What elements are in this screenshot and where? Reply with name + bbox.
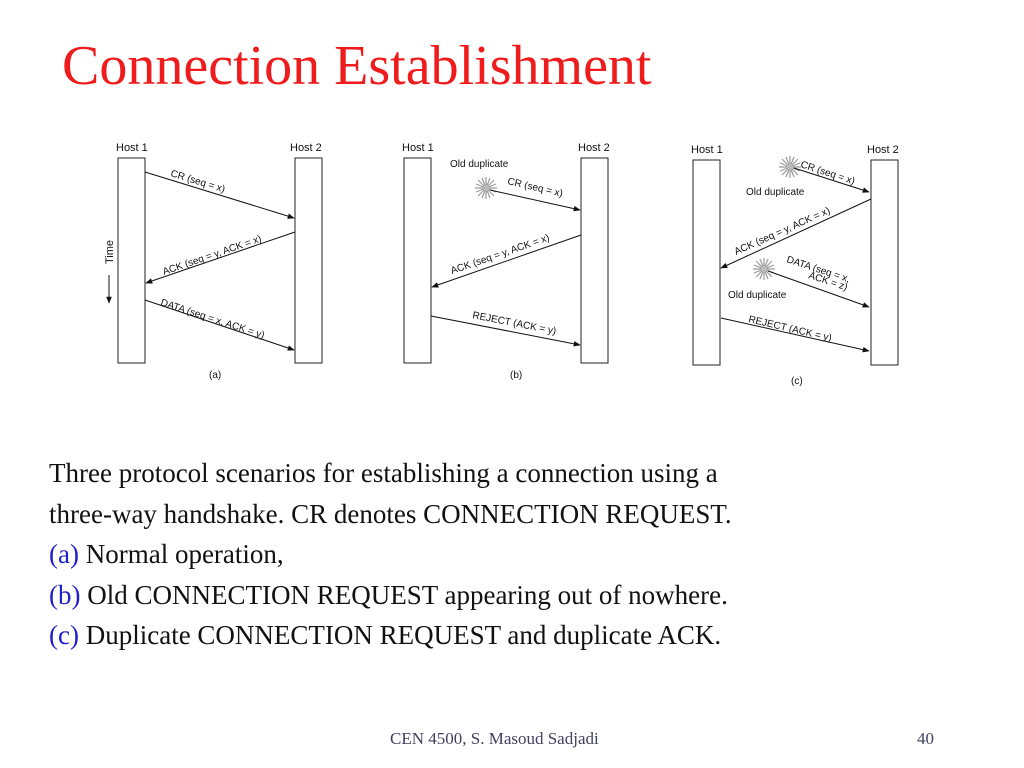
panel-c-reject-arrow <box>720 317 870 353</box>
panel-a: Host 1 Host 2 Time CR (seq = x) ACK (seq… <box>104 142 323 381</box>
figure-caption: Three protocol scenarios for establishin… <box>49 453 999 656</box>
caption-item-b-text: Old CONNECTION REQUEST appearing out of … <box>87 579 728 610</box>
panel-a-cr-arrow <box>144 171 295 219</box>
panel-c-ack-label: ACK (seq = y, ACK = x) <box>733 205 832 257</box>
panel-c-host1-label: Host 1 <box>691 144 723 156</box>
panel-a-data-label: DATA (seq = x, ACK = y) <box>159 297 266 341</box>
panel-c-host2-timeline <box>870 159 899 366</box>
old-duplicate-burst-icon <box>779 156 801 178</box>
panel-b: Host 1 Host 2 Old duplicate CR <box>402 142 610 381</box>
slide-title: Connection Establishment <box>62 35 652 97</box>
panel-c-reject-label: REJECT (ACK = y) <box>747 314 832 344</box>
panel-c-old-duplicate-label-2: Old duplicate <box>728 290 787 301</box>
caption-line-1: Three protocol scenarios for establishin… <box>49 458 718 488</box>
panel-a-host2-label: Host 2 <box>290 142 322 154</box>
panel-b-old-duplicate-label: Old duplicate <box>450 159 509 170</box>
panel-a-host1-label: Host 1 <box>116 142 148 154</box>
caption-item-a: (a) Normal operation, <box>49 534 999 575</box>
caption-item-c: (c) Duplicate CONNECTION REQUEST and dup… <box>49 615 999 656</box>
panel-b-host2-timeline <box>580 157 609 364</box>
panel-c-caption: (c) <box>791 376 803 387</box>
caption-item-c-text: Duplicate CONNECTION REQUEST and duplica… <box>85 620 722 650</box>
time-axis-label: Time <box>104 240 116 264</box>
panel-b-caption: (b) <box>510 370 522 381</box>
panel-c-host2-label: Host 2 <box>867 144 899 156</box>
footer-page-number: 40 <box>917 729 934 748</box>
panel-c-cr-arrow <box>793 167 870 193</box>
panel-c-ack-arrow <box>720 198 872 269</box>
caption-item-b-label: (b) <box>49 579 81 610</box>
caption-item-c-label: (c) <box>49 620 79 650</box>
panel-c-cr-label: CR (seq = x) <box>799 159 856 187</box>
panel-c-data-arrow <box>767 270 870 308</box>
old-duplicate-burst-icon <box>475 177 497 199</box>
panel-b-host1-timeline <box>403 157 432 364</box>
panel-a-ack-arrow <box>145 231 296 284</box>
panel-a-caption: (a) <box>209 370 221 381</box>
panel-b-cr-arrow <box>489 189 581 212</box>
caption-line-2: three-way handshake. CR denotes CONNECTI… <box>49 498 732 529</box>
panel-c: Host 1 Host 2 CR (seq = x) <box>691 144 899 387</box>
panel-b-reject-arrow <box>430 315 581 347</box>
old-duplicate-burst-icon <box>753 258 775 280</box>
panel-b-reject-label: REJECT (ACK = y) <box>471 310 557 337</box>
panel-b-ack-arrow <box>431 234 582 288</box>
caption-item-a-text: Normal operation, <box>85 539 284 569</box>
panel-b-host1-label: Host 1 <box>402 142 434 154</box>
panel-b-cr-label: CR (seq = x) <box>506 176 563 199</box>
panel-b-host2-label: Host 2 <box>578 142 610 154</box>
footer-course: CEN 4500, S. Masoud Sadjadi <box>390 729 599 748</box>
handshake-figure: Host 1 Host 2 Time CR (seq = x) ACK (seq… <box>104 142 899 387</box>
panel-c-host1-timeline <box>692 159 721 366</box>
panel-c-old-duplicate-label-1: Old duplicate <box>746 187 805 198</box>
caption-item-b: (b) Old CONNECTION REQUEST appearing out… <box>49 575 999 616</box>
panel-b-ack-label: ACK (seq = y, ACK = x) <box>449 233 551 277</box>
panel-a-host2-timeline <box>294 157 323 364</box>
caption-item-a-label: (a) <box>49 539 79 569</box>
panel-a-host1-timeline <box>117 157 146 364</box>
panel-a-ack-label: ACK (seq = y, ACK = x) <box>161 234 263 278</box>
panel-a-data-arrow <box>144 299 295 351</box>
